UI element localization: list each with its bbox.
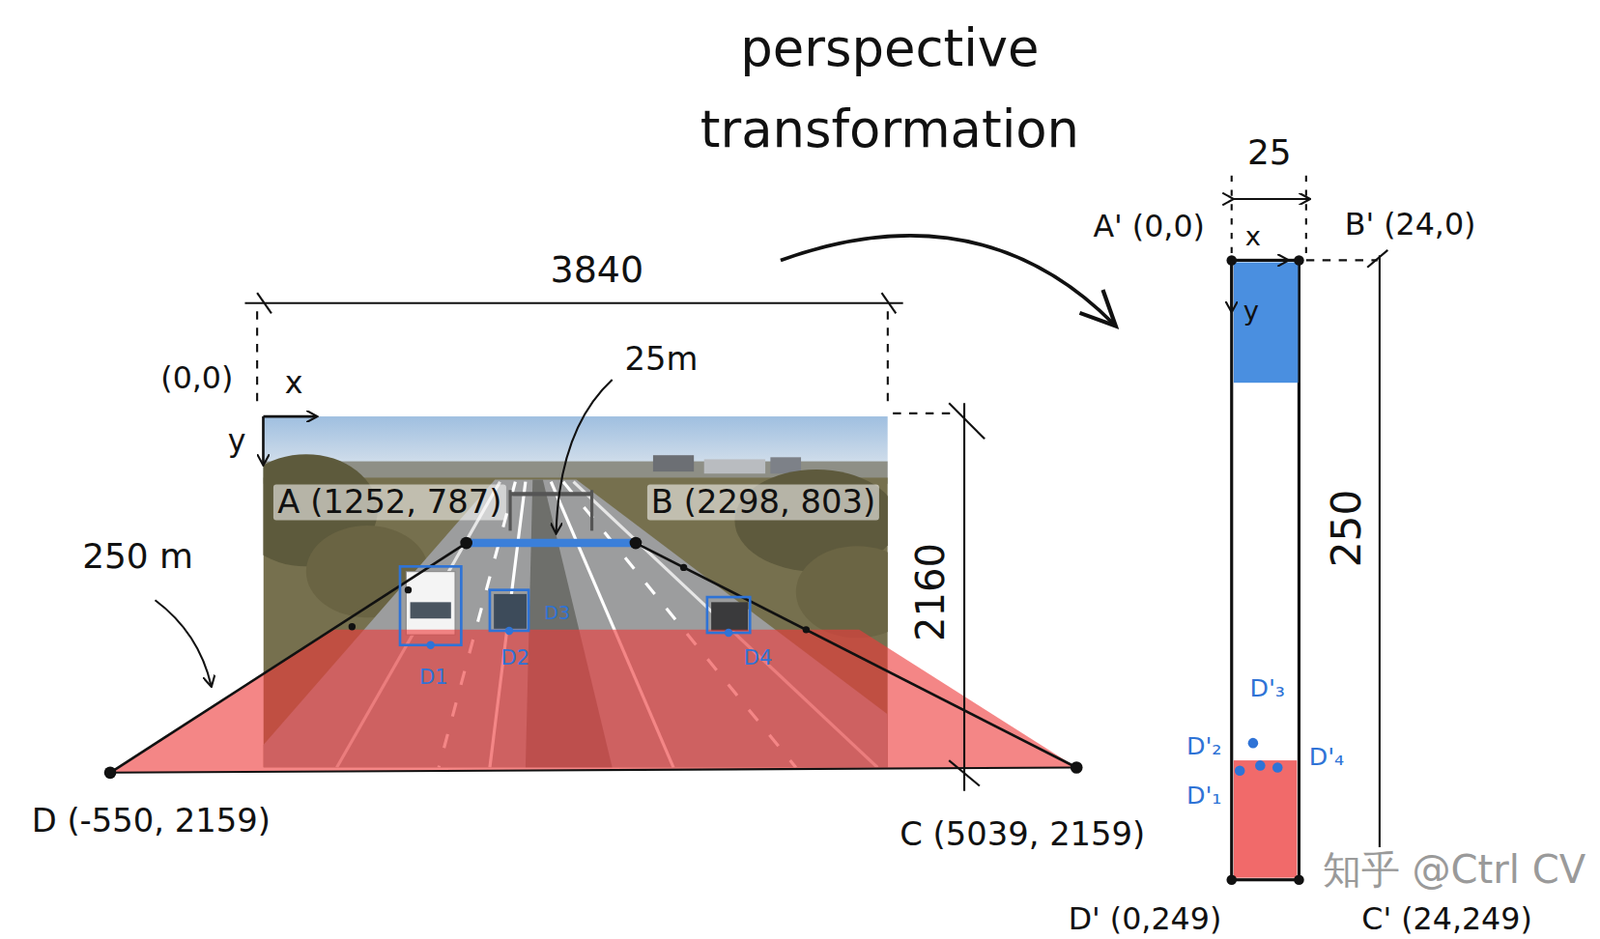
- detection-boxes: [400, 566, 750, 645]
- leader-line: [155, 600, 212, 686]
- axis-label: y: [228, 424, 247, 458]
- axis-label: x: [1245, 222, 1261, 252]
- watermark: 知乎 @Ctrl CV: [1318, 848, 1591, 891]
- point-label: B (2298, 803): [647, 484, 880, 520]
- dimension-label: 2160: [909, 542, 952, 641]
- corner-dots: [104, 537, 1084, 779]
- axis-label: y: [1243, 296, 1259, 326]
- dimension-label: 25: [1247, 134, 1292, 172]
- detection-label: D1: [419, 666, 449, 689]
- point-label: A' (0,0): [1092, 209, 1205, 244]
- ground-region: [110, 629, 1077, 773]
- dimension-label: 250 m: [82, 537, 194, 575]
- birdseye-strip: [1226, 255, 1304, 886]
- dimension-label: 3840: [549, 250, 644, 291]
- detection-points: [426, 627, 733, 650]
- point-label: D' (0,249): [1068, 901, 1223, 936]
- detection-label: D2: [500, 647, 530, 670]
- diagram-title: perspective transformation: [655, 6, 1125, 171]
- point-label: D'₃: [1249, 675, 1286, 703]
- transform-arrow: [780, 235, 1115, 325]
- dimension-lines: [244, 292, 985, 792]
- transformed-points: [1234, 738, 1284, 776]
- reference-line: [466, 539, 636, 547]
- origin-label: (0,0): [160, 360, 233, 395]
- detection-label: D4: [743, 647, 773, 670]
- axis-label: x: [285, 366, 304, 400]
- point-label: C' (24,249): [1361, 901, 1532, 936]
- axis-arrows: [1231, 259, 1288, 312]
- axis-arrows: [262, 416, 316, 465]
- leader-line: [556, 379, 613, 533]
- point-label: D'₁: [1186, 782, 1223, 810]
- detection-label: D3: [543, 601, 571, 623]
- point-label: D'₄: [1309, 743, 1345, 772]
- point-label: D'₂: [1186, 733, 1223, 761]
- dimension-label: 250: [1324, 489, 1370, 569]
- dimension-label: 25m: [624, 341, 698, 377]
- dimension-lines: [1231, 175, 1389, 848]
- point-label: C (5039, 2159): [899, 816, 1145, 853]
- point-label: B' (24,0): [1344, 207, 1477, 242]
- point-label: A (1252, 787): [273, 484, 506, 520]
- point-label: D (-550, 2159): [31, 803, 271, 840]
